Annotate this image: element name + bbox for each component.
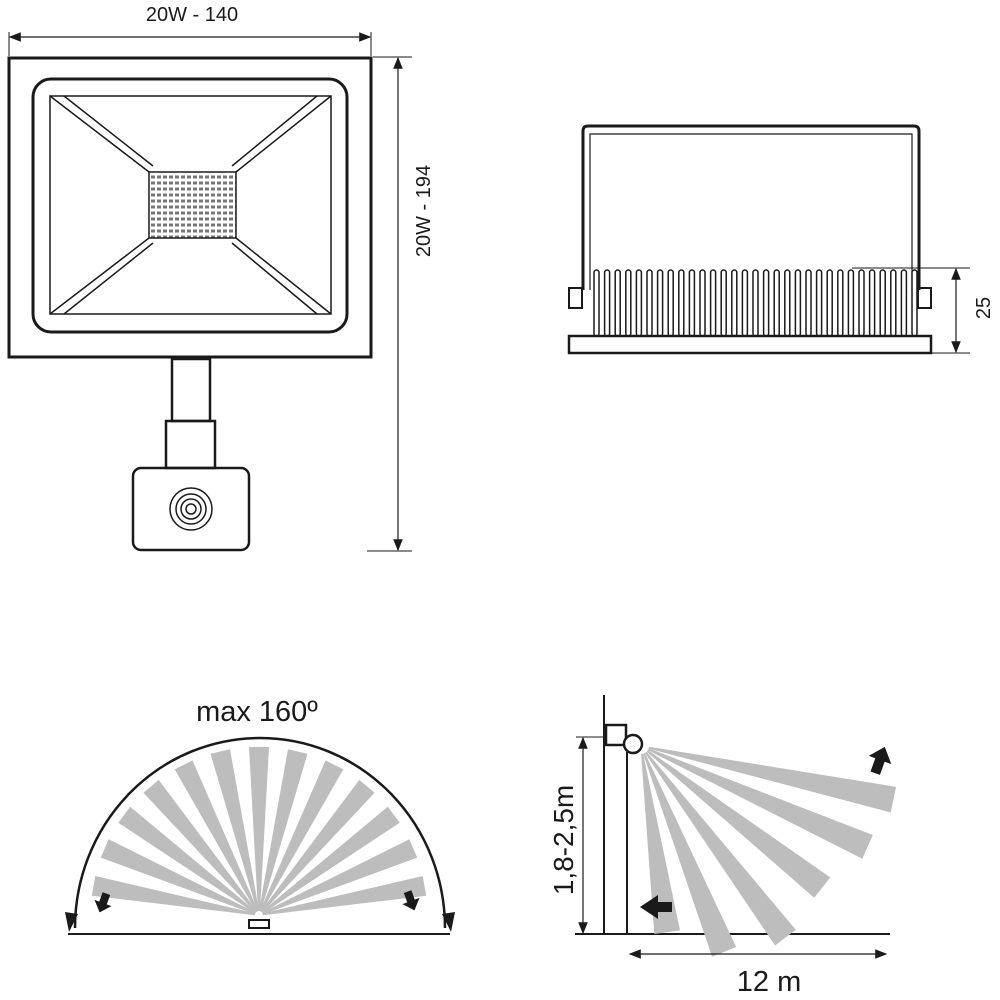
range-label: 12 m <box>737 966 801 998</box>
width-dimension: 20W - 140 <box>8 4 372 56</box>
heat-sink-fin <box>656 269 664 337</box>
heat-sink-fin <box>911 269 918 337</box>
heat-sink-fin <box>593 269 600 337</box>
detection-arc <box>73 736 447 929</box>
width-label: 20W - 140 <box>146 4 238 26</box>
heat-sink-fin <box>603 269 611 337</box>
detection-beam <box>143 779 258 913</box>
led-chip <box>148 171 237 239</box>
detection-beam <box>646 750 831 898</box>
heat-sink-fin <box>741 269 749 337</box>
heat-sink-fin <box>614 269 621 337</box>
heat-sink-fin <box>879 269 886 337</box>
sweep-arrow-left <box>94 892 112 913</box>
heat-sink-fin <box>646 269 653 337</box>
motion-arrow-up <box>868 746 892 775</box>
side-view: 25 <box>567 124 995 355</box>
detection-beam <box>174 760 259 912</box>
pir-sensor-box <box>131 466 251 552</box>
heat-sink-fin <box>900 269 908 337</box>
base-plate <box>567 334 933 355</box>
mounted-sensor <box>622 733 644 755</box>
heat-sink-fin <box>773 269 780 337</box>
front-view: 20W - 140 <box>7 4 435 552</box>
housing-inner <box>31 77 349 334</box>
detection-beam <box>262 876 427 916</box>
detection-beam <box>259 760 344 912</box>
detection-beams-side <box>641 746 897 957</box>
heat-sink-fin <box>667 269 674 337</box>
heat-sink-fin <box>709 269 717 337</box>
heat-sink-fin <box>699 269 706 337</box>
heat-sink-fin <box>794 269 802 337</box>
heat-sink-fin <box>847 269 855 337</box>
heat-sink-fin <box>625 269 632 337</box>
heat-sink-fin <box>815 269 823 337</box>
heat-sink-fin <box>678 269 685 337</box>
mount-bracket <box>581 124 921 290</box>
heat-sink-fin <box>731 269 738 337</box>
heat-sink-fin <box>720 269 727 337</box>
heat-sink-fin <box>890 269 897 337</box>
detection-beam <box>262 839 418 915</box>
heat-sink-fin <box>752 269 759 337</box>
sweep-arrow-right <box>402 890 420 911</box>
detection-beam <box>258 749 308 912</box>
heat-sink-fin <box>762 269 770 337</box>
depth-label: 25 <box>973 297 995 319</box>
bracket-screw-left <box>568 287 583 309</box>
depth-dimension: 25 <box>852 267 995 354</box>
detection-angle-diagram: max 160º <box>65 696 455 935</box>
detection-beam <box>210 749 260 912</box>
detection-beam <box>118 806 257 914</box>
heat-sink-fin <box>635 269 643 337</box>
detection-beam <box>249 747 269 911</box>
bracket-screw-right <box>917 287 932 309</box>
heat-sink-fin <box>826 269 833 337</box>
detection-beam <box>647 748 873 859</box>
detection-beam <box>261 806 400 914</box>
height-label: 20W - 194 <box>413 165 435 257</box>
height-dimension: 20W - 194 <box>367 56 435 552</box>
detection-beam <box>643 753 737 957</box>
detection-range-diagram: 1,8-2,5m 12 m <box>548 695 897 998</box>
heat-sink-fin <box>837 269 844 337</box>
detection-beam <box>641 753 680 934</box>
detection-beam <box>91 876 256 916</box>
reflector-lines <box>49 95 332 315</box>
mounted-fixture <box>604 723 628 747</box>
angle-label: max 160º <box>196 696 318 728</box>
heat-sink-fin <box>858 269 865 337</box>
pir-sensor-lens <box>169 487 213 531</box>
detection-beams-top <box>91 747 427 916</box>
detection-beam <box>648 746 897 813</box>
heat-sink-fin <box>784 269 791 337</box>
detection-beam <box>260 779 375 913</box>
heat-sink-fin <box>805 269 812 337</box>
housing-outer <box>7 56 373 359</box>
mount-height-label: 1,8-2,5m <box>548 785 579 896</box>
arc-arrow-right <box>442 912 455 932</box>
mount-arm <box>170 357 212 423</box>
lens <box>49 95 332 315</box>
motion-arrow-left <box>640 895 672 919</box>
detection-beam <box>100 839 256 915</box>
heat-sink-fins <box>593 269 918 337</box>
sensor-marker <box>248 919 270 929</box>
detection-beam <box>645 751 796 946</box>
sensor-neck <box>164 419 217 470</box>
heat-sink-fin <box>688 269 696 337</box>
arc-arrow-left <box>65 912 78 932</box>
heat-sink-fin <box>868 269 876 337</box>
